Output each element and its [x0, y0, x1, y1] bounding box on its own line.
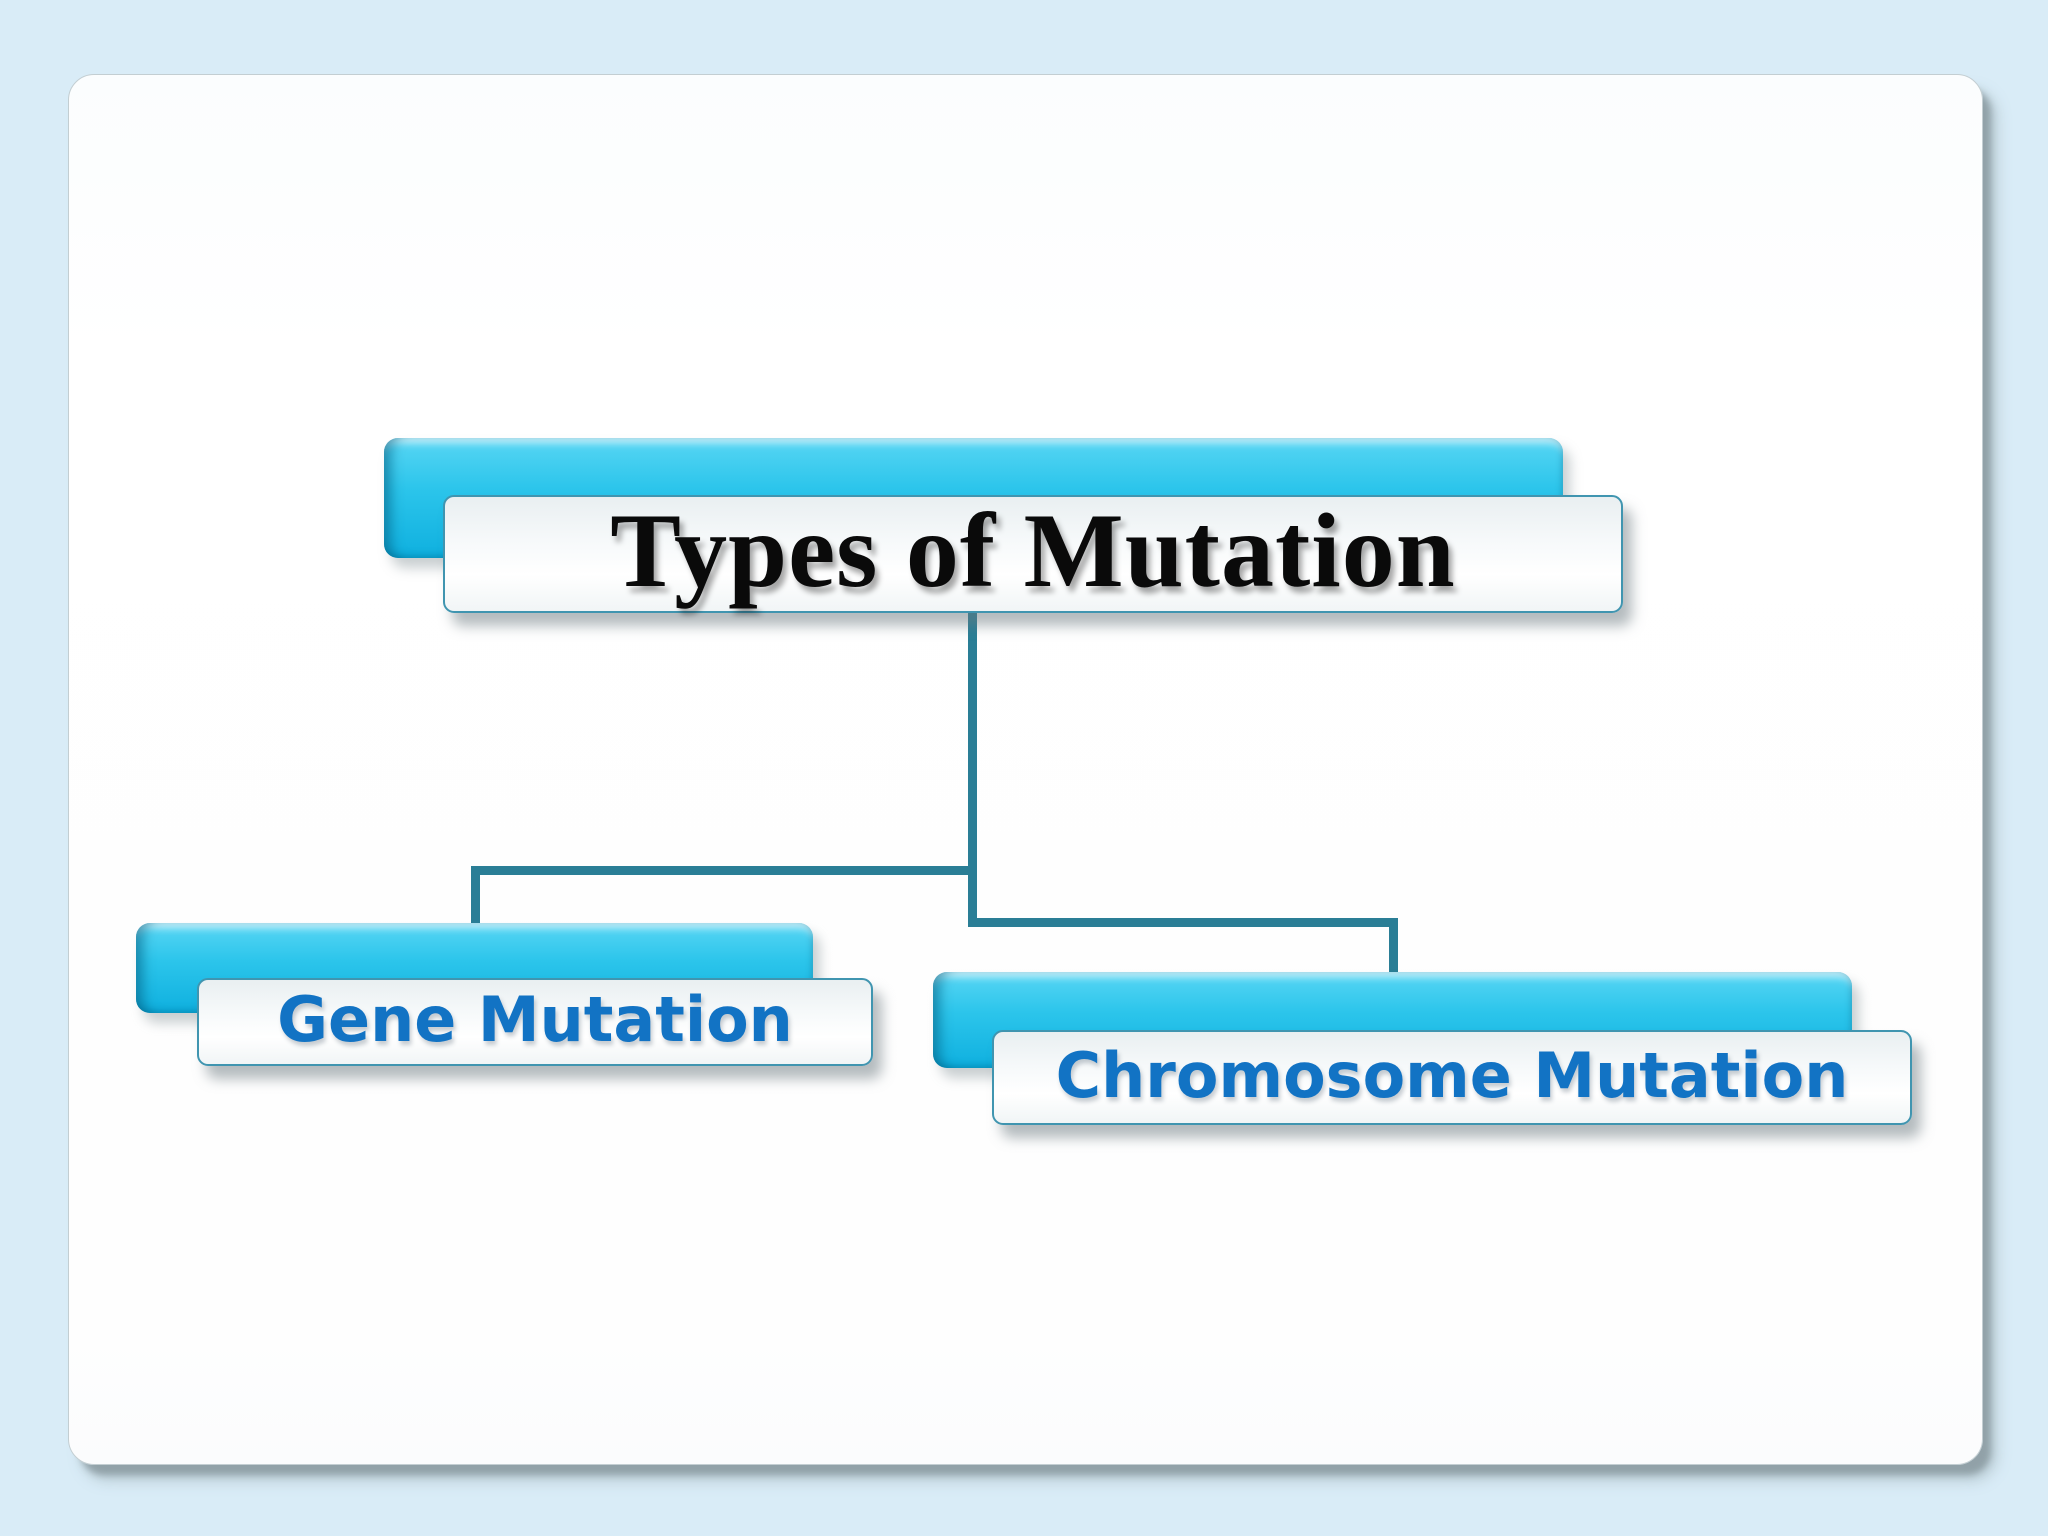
- gene-node: Gene Mutation: [197, 978, 873, 1066]
- root-node-label: Types of Mutation: [610, 492, 1456, 609]
- slide-card: [68, 74, 1983, 1465]
- connector-right-branch-v: [1389, 918, 1398, 975]
- connector-left-branch-v: [471, 866, 480, 924]
- chromosome-node: Chromosome Mutation: [992, 1030, 1912, 1125]
- chromosome-node-label: Chromosome Mutation: [1055, 1038, 1849, 1112]
- connector-left-branch-h: [471, 866, 977, 875]
- connector-right-branch-h: [968, 918, 1398, 927]
- root-node: Types of Mutation: [443, 495, 1623, 613]
- connector-root-stem: [968, 613, 977, 927]
- gene-node-label: Gene Mutation: [277, 983, 793, 1056]
